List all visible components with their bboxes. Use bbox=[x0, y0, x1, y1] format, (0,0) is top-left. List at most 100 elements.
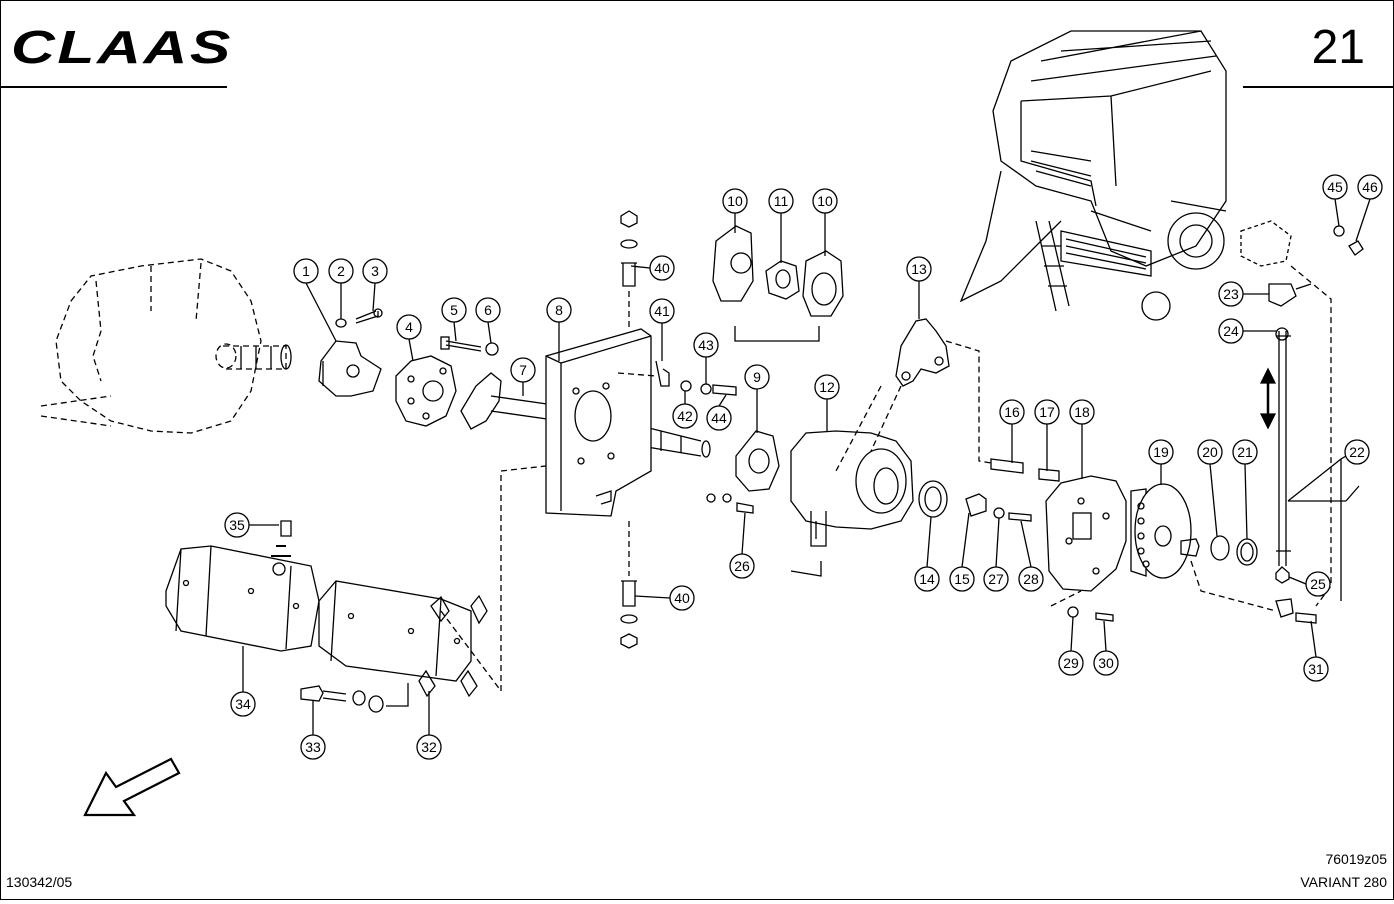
callout-number: 45 bbox=[1327, 179, 1343, 195]
callout-circle bbox=[1069, 399, 1095, 425]
callout-16: 16 bbox=[999, 399, 1025, 425]
callout-18: 18 bbox=[1069, 399, 1095, 425]
callout-circle bbox=[396, 314, 422, 340]
callout-5: 5 bbox=[441, 297, 467, 323]
callout-20: 20 bbox=[1197, 439, 1223, 465]
callout-number: 18 bbox=[1074, 404, 1090, 420]
callout-circle bbox=[510, 357, 536, 383]
callout-29: 29 bbox=[1058, 650, 1084, 676]
callout-circle bbox=[1305, 571, 1331, 597]
callout-8: 8 bbox=[546, 297, 572, 323]
callout-circle bbox=[649, 255, 675, 281]
callout-40: 40 bbox=[649, 255, 675, 281]
callout-27: 27 bbox=[983, 566, 1009, 592]
callout-circle bbox=[300, 734, 326, 760]
callout-number: 32 bbox=[421, 739, 437, 755]
callout-35: 35 bbox=[224, 512, 250, 538]
callout-number: 43 bbox=[698, 337, 714, 353]
callout-number: 31 bbox=[1308, 661, 1324, 677]
callout-2: 2 bbox=[328, 258, 354, 284]
callout-circle bbox=[999, 399, 1025, 425]
part-8-bracket bbox=[545, 328, 652, 517]
part-19-disc bbox=[1134, 483, 1192, 579]
callout-circle bbox=[1218, 318, 1244, 344]
callout-circle bbox=[983, 566, 1009, 592]
callout-circle bbox=[293, 258, 319, 284]
callout-10: 10 bbox=[812, 188, 838, 214]
callout-number: 11 bbox=[774, 193, 789, 209]
callout-circle bbox=[416, 734, 442, 760]
callout-circle bbox=[441, 297, 467, 323]
callout-1: 1 bbox=[293, 258, 319, 284]
callout-22: 22 bbox=[1344, 439, 1370, 465]
callout-circle bbox=[1197, 439, 1223, 465]
callout-circle bbox=[706, 405, 732, 431]
callout-32: 32 bbox=[416, 734, 442, 760]
callout-circle bbox=[546, 297, 572, 323]
callout-number: 6 bbox=[484, 302, 492, 318]
callout-number: 10 bbox=[727, 193, 743, 209]
callout-number: 4 bbox=[405, 319, 413, 335]
callout-number: 20 bbox=[1202, 444, 1218, 460]
callout-19: 19 bbox=[1148, 439, 1174, 465]
callout-circle bbox=[949, 566, 975, 592]
part-34-guard bbox=[165, 545, 320, 652]
brand-logo: CLAAS bbox=[11, 21, 233, 73]
callout-number: 29 bbox=[1063, 655, 1079, 671]
callout-circle bbox=[649, 298, 675, 324]
direction-arrow bbox=[83, 757, 181, 817]
callout-circle bbox=[812, 188, 838, 214]
callout-30: 30 bbox=[1093, 650, 1119, 676]
callout-circle bbox=[768, 188, 794, 214]
callout-number: 5 bbox=[450, 302, 458, 318]
callout-number: 41 bbox=[654, 303, 670, 319]
callout-number: 44 bbox=[711, 410, 727, 426]
callout-circle bbox=[328, 258, 354, 284]
callout-circle bbox=[722, 188, 748, 214]
callout-circle bbox=[669, 585, 695, 611]
callout-circle bbox=[693, 332, 719, 358]
callout-number: 14 bbox=[919, 571, 935, 587]
part-18-hub bbox=[1045, 475, 1127, 592]
callout-number: 25 bbox=[1310, 576, 1326, 592]
callout-circle bbox=[744, 364, 770, 390]
model-name: VARIANT 280 bbox=[1300, 874, 1387, 890]
callout-number: 40 bbox=[674, 590, 690, 606]
callout-number: 26 bbox=[734, 558, 750, 574]
callout-23: 23 bbox=[1218, 281, 1244, 307]
callout-33: 33 bbox=[300, 734, 326, 760]
callout-6: 6 bbox=[475, 297, 501, 323]
callout-10: 10 bbox=[722, 188, 748, 214]
callout-21: 21 bbox=[1232, 439, 1258, 465]
callout-number: 28 bbox=[1023, 571, 1039, 587]
callout-circle bbox=[475, 297, 501, 323]
callout-34: 34 bbox=[230, 691, 256, 717]
callout-7: 7 bbox=[510, 357, 536, 383]
document-number: 130342/05 bbox=[6, 874, 72, 890]
drawing-id: 76019z05 bbox=[1325, 851, 1387, 867]
callout-circle bbox=[1232, 439, 1258, 465]
callout-45: 45 bbox=[1322, 174, 1348, 200]
callout-number: 12 bbox=[819, 379, 835, 395]
callout-number: 13 bbox=[911, 261, 927, 277]
callout-number: 3 bbox=[371, 263, 379, 279]
callout-circle bbox=[672, 403, 698, 429]
callout-circle bbox=[224, 512, 250, 538]
callout-25: 25 bbox=[1305, 571, 1331, 597]
callout-leaders bbox=[242, 198, 1371, 735]
callout-14: 14 bbox=[914, 566, 940, 592]
callout-number: 33 bbox=[305, 739, 321, 755]
callout-number: 46 bbox=[1362, 179, 1378, 195]
callout-circle bbox=[1148, 439, 1174, 465]
callout-46: 46 bbox=[1357, 174, 1383, 200]
callout-3: 3 bbox=[362, 258, 388, 284]
callout-circle bbox=[914, 566, 940, 592]
callout-9: 9 bbox=[744, 364, 770, 390]
callout-11: 11 bbox=[768, 188, 794, 214]
callout-41: 41 bbox=[649, 298, 675, 324]
callout-number: 16 bbox=[1004, 404, 1020, 420]
part-7-shaft-flange bbox=[460, 372, 502, 430]
callout-42: 42 bbox=[672, 403, 698, 429]
callout-number: 34 bbox=[235, 696, 251, 712]
